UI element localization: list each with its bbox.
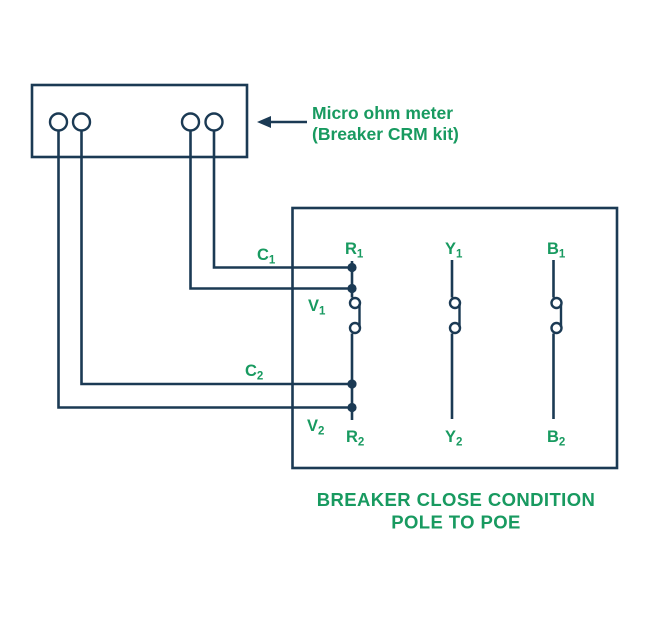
label-b2-sub: 2 <box>559 437 565 449</box>
label-c1-sub: 1 <box>269 255 276 267</box>
label-y2-main: Y <box>445 428 456 446</box>
label-y2: Y2 <box>445 428 462 449</box>
pole-y-contact-lower-circle <box>448 321 462 335</box>
label-v2-main: V <box>307 417 318 435</box>
label-y1-main: Y <box>445 240 456 258</box>
wire-c1 <box>212 130 352 269</box>
meter-label-line2: (Breaker CRM kit) <box>312 124 459 144</box>
label-v2-sub: 2 <box>318 426 324 438</box>
label-r2: R2 <box>346 428 364 449</box>
label-r1-sub: 1 <box>357 249 364 261</box>
label-b1-sub: 1 <box>559 249 566 261</box>
junction-dot-c1 <box>347 262 357 273</box>
junction-dot-c2 <box>347 379 357 389</box>
pole-b-contact-lower-circle <box>550 321 563 335</box>
caption-line1: BREAKER CLOSE CONDITION <box>317 489 596 510</box>
meter-terminal-3 <box>180 112 201 132</box>
wire-v1 <box>189 130 352 290</box>
caption-line2: POLE TO POE <box>391 512 520 533</box>
label-v1-main: V <box>308 297 319 315</box>
label-b1: B1 <box>547 240 566 261</box>
wire-v2 <box>57 130 352 409</box>
label-v1: V1 <box>308 297 326 318</box>
junction-dot-v1 <box>347 283 357 294</box>
pole-r-contact-lower-circle <box>348 321 362 335</box>
label-r2-main: R <box>346 428 358 446</box>
label-r1: R1 <box>345 240 364 261</box>
label-b2-main: B <box>547 428 559 446</box>
pole-y <box>448 260 462 419</box>
label-r2-sub: 2 <box>358 437 364 449</box>
label-y1-sub: 1 <box>456 249 463 261</box>
meter-box <box>30 83 249 159</box>
label-r1-main: R <box>345 240 357 258</box>
label-y1: Y1 <box>445 240 463 261</box>
label-c1: C1 <box>257 246 276 267</box>
label-c1-main: C <box>257 246 269 264</box>
label-b2: B2 <box>547 428 565 449</box>
wire-c2 <box>80 130 352 386</box>
label-y2-sub: 2 <box>456 437 462 449</box>
label-c2-sub: 2 <box>257 371 263 383</box>
meter-label-line1: Micro ohm meter <box>312 103 453 123</box>
pole-b <box>550 260 563 419</box>
label-c2: C2 <box>245 362 263 383</box>
pole-r <box>347 261 362 420</box>
label-c2-main: C <box>245 362 257 380</box>
pole-b-contact-upper-circle <box>550 296 563 310</box>
meter-terminal-2 <box>71 112 92 132</box>
label-b1-main: B <box>547 240 559 258</box>
pole-r-contact-upper-circle <box>348 296 362 310</box>
pole-y-contact-upper-circle <box>448 296 462 310</box>
breaker-box <box>291 206 619 470</box>
arrow-left-icon <box>257 116 307 128</box>
label-v1-sub: 1 <box>319 306 326 318</box>
label-v2: V2 <box>307 417 324 438</box>
meter-terminal-4 <box>204 112 224 132</box>
meter-terminal-1 <box>48 112 69 132</box>
junction-dot-v2 <box>347 402 357 413</box>
